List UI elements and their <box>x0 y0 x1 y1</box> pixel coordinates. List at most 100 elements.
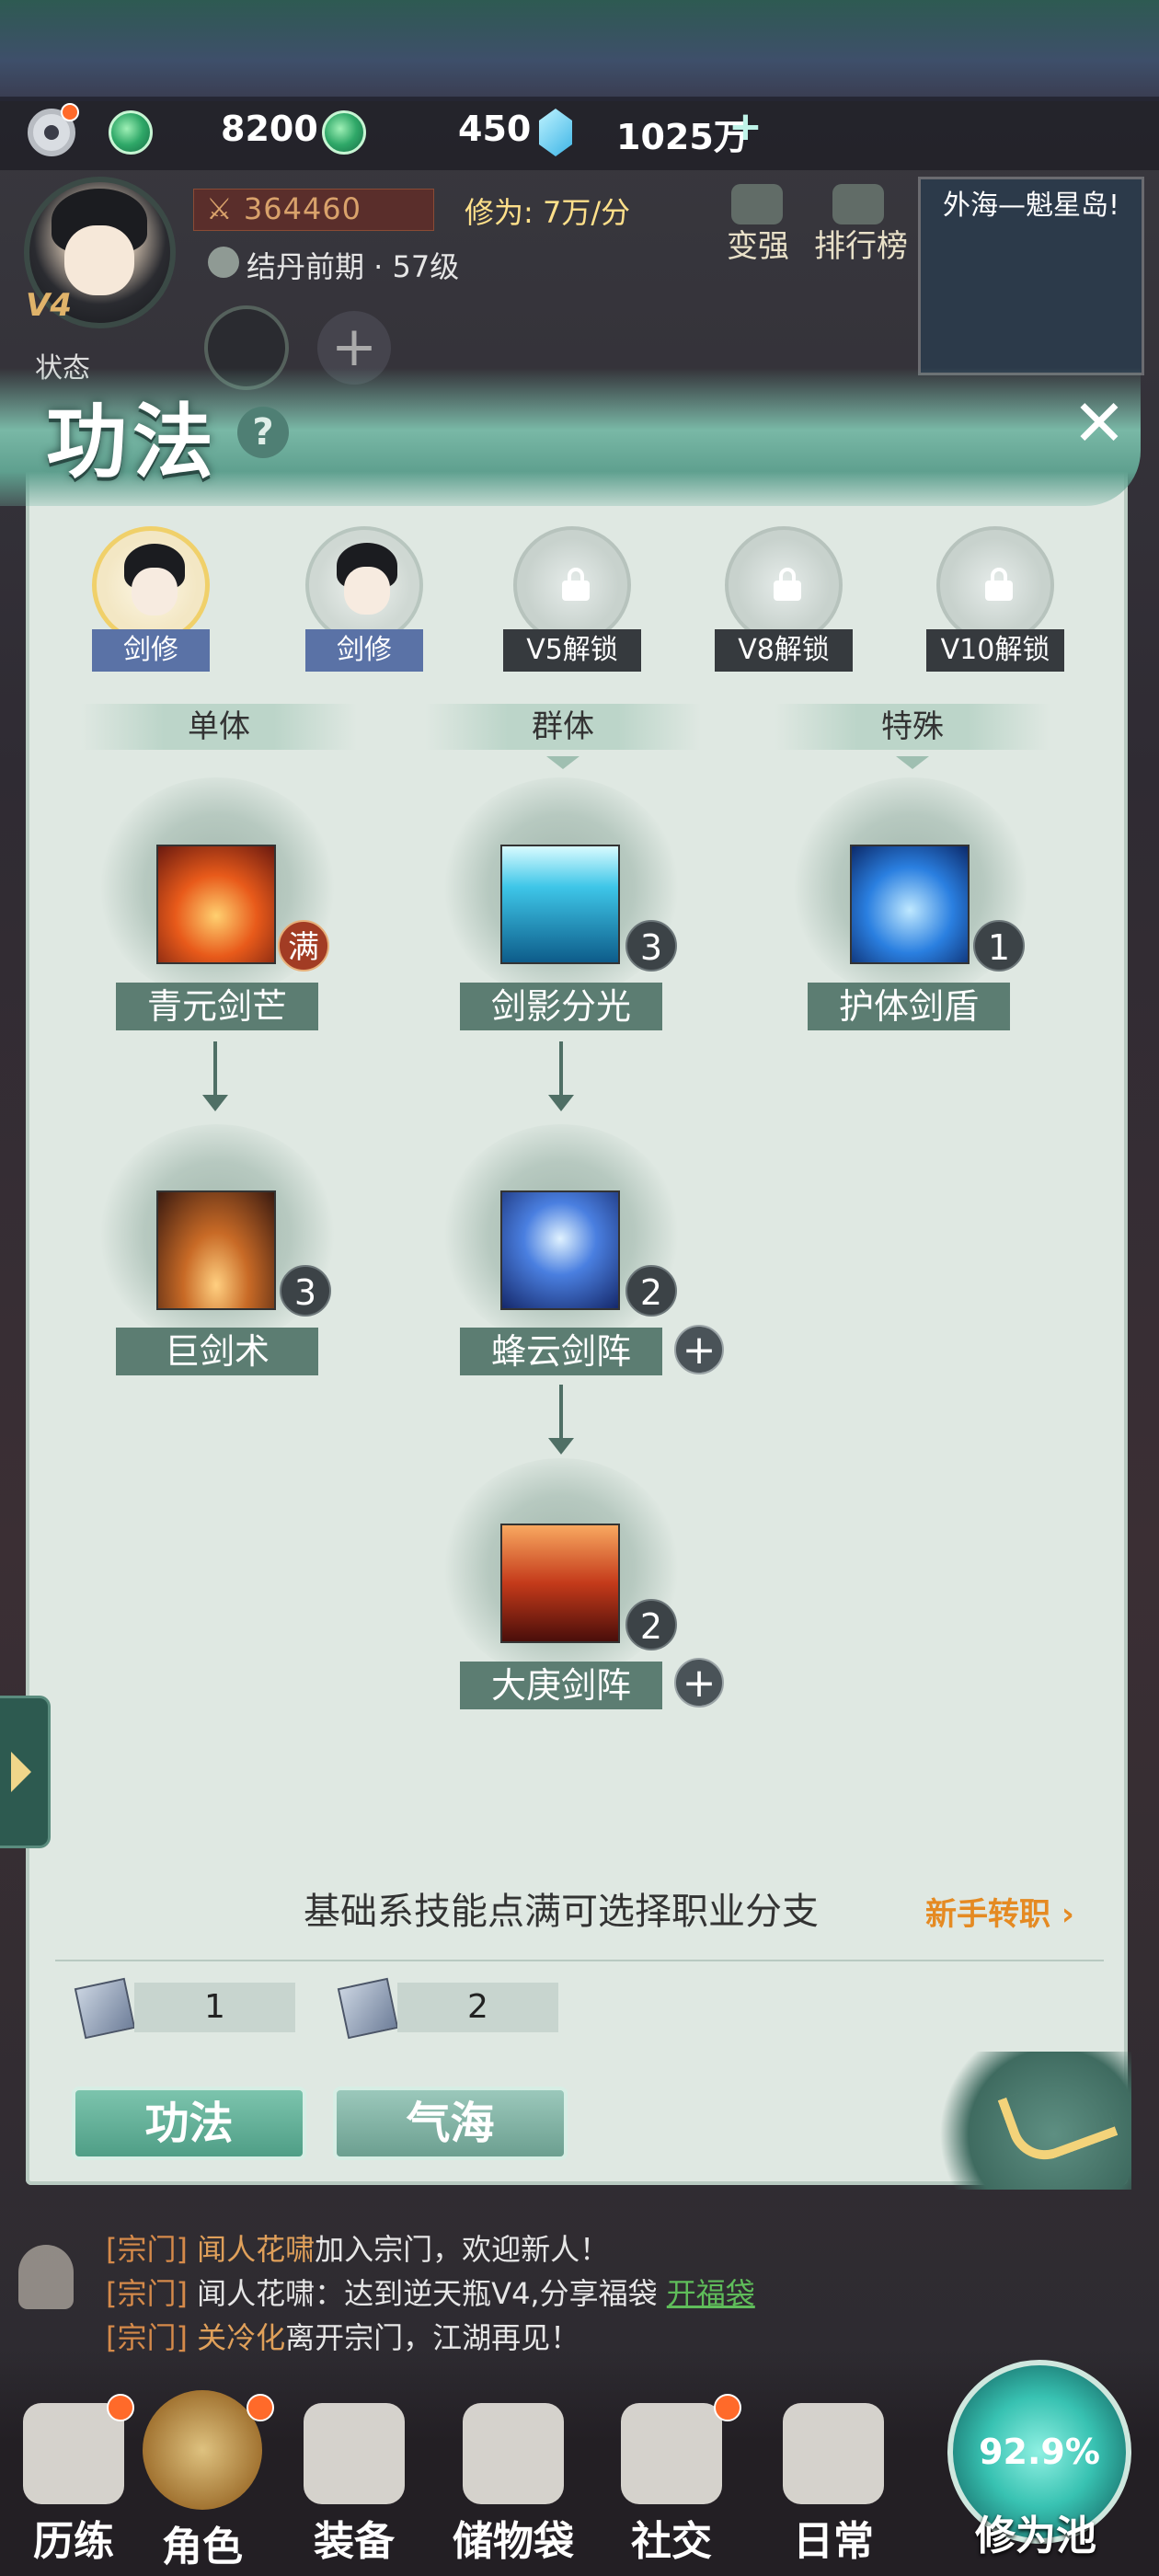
notification-dot-icon <box>247 2394 274 2421</box>
skill-book-icon <box>74 1977 136 2040</box>
panel-header-banner <box>0 368 1141 506</box>
down-arrow-icon <box>548 1438 574 1455</box>
fengyun-skill-name[interactable]: 蜂云剑阵 <box>460 1328 662 1375</box>
jade-add-icon[interactable] <box>322 110 366 155</box>
notification-dot-icon <box>107 2394 134 2421</box>
vip-badge[interactable]: V4 <box>26 287 72 324</box>
character-face <box>132 568 178 615</box>
close-icon[interactable]: ✕ <box>1072 385 1127 461</box>
combat-power-value: 364460 <box>243 191 362 226</box>
chat-tag: [宗门] <box>106 2276 188 2311</box>
tree-connector <box>559 1041 563 1097</box>
chat-tag: [宗门] <box>106 2232 188 2267</box>
column-group: 群体 <box>425 704 701 750</box>
character-label-1: 剑修 <box>92 629 210 672</box>
help-icon[interactable]: ? <box>237 407 289 458</box>
character-label-4: V8解锁 <box>715 629 853 672</box>
qingyuan-skill-icon[interactable] <box>156 845 276 964</box>
nav-label: 社交 <box>631 2518 712 2565</box>
down-arrow-icon <box>548 1095 574 1111</box>
jujian-skill-name[interactable]: 巨剑术 <box>116 1328 318 1375</box>
fengyun-skill-icon[interactable] <box>500 1190 620 1310</box>
notification-dot-icon <box>714 2394 741 2421</box>
cultivation-rate: 修为: 7万/分 <box>465 195 631 230</box>
character-slot-locked-v8[interactable] <box>725 526 843 644</box>
jujian-skill-icon[interactable] <box>156 1190 276 1310</box>
huti-skill-name[interactable]: 护体剑盾 <box>808 983 1010 1030</box>
back-button[interactable] <box>938 2052 1131 2190</box>
tab-gongfa[interactable]: 功法 <box>72 2087 306 2160</box>
nav-shejiao[interactable]: 社交 <box>607 2403 736 2567</box>
minimap-title: 外海—魁星岛! <box>943 190 1120 222</box>
character-slot-1[interactable] <box>92 526 210 644</box>
richang-icon <box>783 2403 884 2504</box>
nav-label: 历练 <box>33 2518 114 2565</box>
lock-icon <box>985 568 1013 601</box>
character-slot-locked-v10[interactable] <box>936 526 1054 644</box>
jujian-level-badge: 3 <box>280 1265 331 1317</box>
qingyuan-skill-name[interactable]: 青元剑芒 <box>116 983 318 1030</box>
nav-label: 装备 <box>314 2518 395 2565</box>
lilian-icon <box>23 2403 124 2504</box>
chat-avatar-icon <box>18 2245 74 2309</box>
leaderboard-button[interactable]: 排行榜 <box>814 228 908 265</box>
chat-text: 加入宗门，欢迎新人！ <box>315 2232 610 2267</box>
character-slot-2[interactable] <box>305 526 423 644</box>
avatar-face <box>64 225 134 295</box>
chat-name[interactable]: 闻人花啸 <box>197 2276 316 2311</box>
dageng-skill-icon[interactable] <box>500 1524 620 1643</box>
chat-name[interactable]: 关冷化 <box>197 2320 286 2355</box>
nav-lilian[interactable]: 历练 <box>9 2403 138 2567</box>
power-box <box>193 189 434 231</box>
character-label-2: 剑修 <box>305 629 423 672</box>
panel-title: 功法 <box>46 394 220 489</box>
chat-text: ：达到逆天瓶V4,分享福袋 <box>315 2276 658 2311</box>
chat-line-2[interactable]: [宗门] 闻人花啸：达到逆天瓶V4,分享福袋 开福袋 <box>106 2271 755 2313</box>
dageng-upgrade-button[interactable]: + <box>674 1658 724 1708</box>
jianying-skill-name[interactable]: 剑影分光 <box>460 983 662 1030</box>
chat-name[interactable]: 闻人花啸 <box>197 2232 316 2267</box>
side-expand-tab[interactable] <box>0 1696 51 1848</box>
chat-link[interactable]: 开福袋 <box>666 2276 755 2311</box>
nav-richang[interactable]: 日常 <box>769 2403 898 2567</box>
lock-icon <box>562 568 590 601</box>
divider <box>55 1960 1104 1961</box>
fengyun-upgrade-button[interactable]: + <box>674 1325 724 1374</box>
jianying-level-badge: 3 <box>625 920 677 972</box>
qingyuan-level-badge: 满 <box>278 920 329 972</box>
leaderboard-icon[interactable] <box>832 184 884 224</box>
down-arrow-icon <box>202 1095 228 1111</box>
skill-book-count: 1 <box>134 1983 295 2032</box>
column-special: 特殊 <box>775 704 1050 750</box>
huti-level-badge: 1 <box>973 920 1025 972</box>
chat-line-3[interactable]: [宗门] 关冷化离开宗门，江湖再见！ <box>106 2315 580 2357</box>
minimap[interactable] <box>918 177 1144 375</box>
chat-line-1[interactable]: [宗门] 闻人花啸加入宗门，欢迎新人！ <box>106 2226 609 2269</box>
strengthen-icon[interactable] <box>731 184 783 224</box>
tree-connector <box>213 1041 217 1097</box>
skill-scroll-count: 2 <box>397 1983 558 2032</box>
huti-skill-icon[interactable] <box>850 845 970 964</box>
add-currency-icon[interactable]: + <box>729 103 763 150</box>
change-job-link[interactable]: 新手转职 › <box>925 1896 1074 1933</box>
nav-label: 日常 <box>793 2518 874 2565</box>
resource-bar <box>0 97 1159 170</box>
top-scene-background <box>0 0 1159 101</box>
nav-juese[interactable]: 角色 <box>138 2390 267 2572</box>
character-slot-locked-v5[interactable] <box>513 526 631 644</box>
nav-chuwudai[interactable]: 储物袋 <box>440 2403 587 2567</box>
dageng-skill-name[interactable]: 大庚剑阵 <box>460 1662 662 1709</box>
nav-label: 储物袋 <box>453 2518 574 2565</box>
juese-icon <box>143 2390 262 2510</box>
jianying-skill-icon[interactable] <box>500 845 620 964</box>
cultivation-pool-percent: 92.9% <box>979 2432 1100 2472</box>
nav-zhuangbei[interactable]: 装备 <box>290 2403 419 2567</box>
dageng-level-badge: 2 <box>625 1599 677 1650</box>
strengthen-button[interactable]: 变强 <box>727 228 789 265</box>
jade-count: 8200 <box>221 109 318 149</box>
spirit-stone-count: 450 <box>458 109 532 149</box>
jade-orb-icon[interactable] <box>109 110 153 155</box>
tab-qihai[interactable]: 气海 <box>333 2087 568 2160</box>
zhuangbei-icon <box>304 2403 405 2504</box>
cultivation-pool-orb[interactable] <box>947 2360 1131 2544</box>
